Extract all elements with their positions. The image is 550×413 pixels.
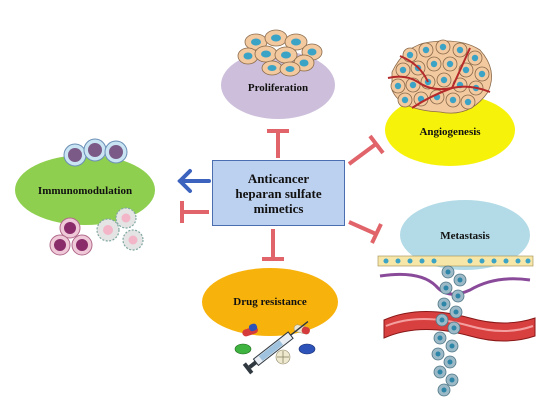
- activation-arrow-immunomodulation: [177, 169, 211, 193]
- metastasis-vessel-icon: [377, 255, 536, 397]
- inhibition-arrow-angiogenesis: [347, 134, 385, 166]
- tumor-cell-cluster-icon: [237, 29, 323, 77]
- inhibition-arrow-drug-resistance: [262, 229, 284, 261]
- blood-vessel-tumor-icon: [387, 39, 492, 114]
- central-title-line-2: heparan sulfate: [235, 185, 322, 201]
- inhibition-arrow-immunomodulation: [180, 201, 209, 223]
- inhibition-arrow-metastasis: [348, 220, 383, 244]
- immunomodulation-label: Immunomodulation: [37, 185, 133, 197]
- metastasis-label: Metastasis: [440, 230, 490, 242]
- central-title-line-1: Anticancer: [247, 170, 310, 186]
- immunomodulation-ellipse: [15, 155, 155, 225]
- immune-cells-icon: [49, 138, 144, 256]
- pills-syringe-icon: [234, 321, 316, 375]
- drug-resistance-ellipse: [202, 268, 338, 336]
- angiogenesis-label: Angiogenesis: [419, 126, 481, 138]
- angiogenesis-ellipse: [385, 94, 515, 166]
- metastasis-ellipse: [400, 200, 530, 270]
- drug-resistance-label: Drug resistance: [233, 296, 307, 308]
- inhibition-arrow-proliferation: [267, 129, 289, 158]
- central-node-box: Anticancer heparan sulfate mimetics: [212, 160, 345, 226]
- central-title-line-3: mimetics: [253, 200, 304, 216]
- proliferation-label: Proliferation: [247, 82, 309, 94]
